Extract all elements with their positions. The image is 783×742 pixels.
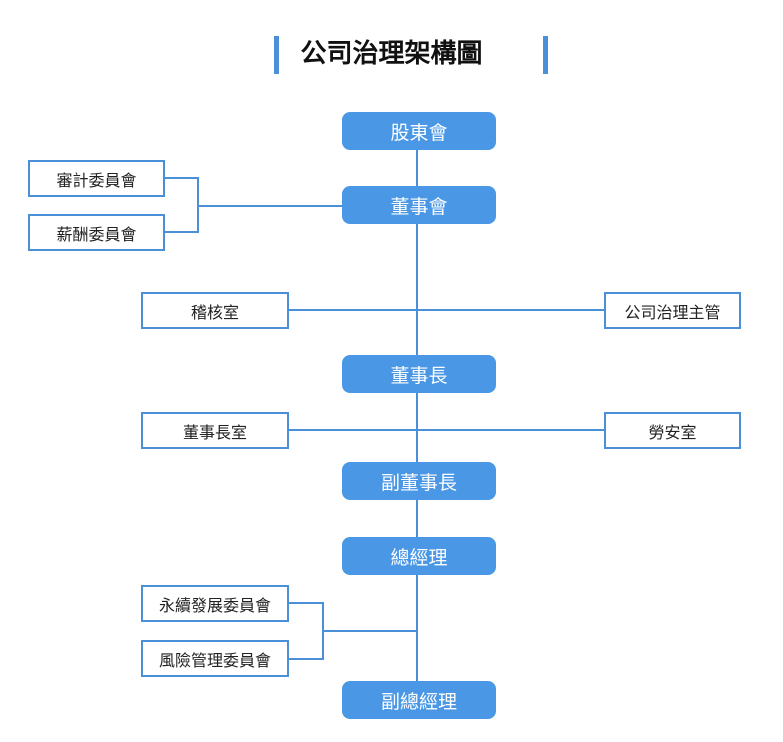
diagram-title: 公司治理架構圖 bbox=[300, 39, 483, 69]
node-risk-committee: 風險管理委員會 bbox=[141, 640, 289, 677]
node-vice-chairman: 副董事長 bbox=[342, 462, 496, 500]
node-labor-safety: 勞安室 bbox=[604, 412, 741, 449]
audit-committee-connector bbox=[165, 177, 199, 233]
node-sustainability-committee: 永續發展委員會 bbox=[141, 585, 289, 622]
node-shareholders: 股東會 bbox=[342, 112, 496, 150]
title-right-bar bbox=[543, 36, 548, 74]
node-general-manager: 總經理 bbox=[342, 537, 496, 575]
node-chairman: 董事長 bbox=[342, 355, 496, 393]
diagram-title-block: 公司治理架構圖 bbox=[0, 32, 783, 76]
title-left-bar bbox=[274, 36, 279, 74]
node-internal-audit: 稽核室 bbox=[141, 292, 289, 329]
node-deputy-general-manager: 副總經理 bbox=[342, 681, 496, 719]
node-audit-committee: 審計委員會 bbox=[28, 160, 165, 197]
node-governance-officer: 公司治理主管 bbox=[604, 292, 741, 329]
gm-committees-connector bbox=[289, 602, 324, 660]
node-chairman-office: 董事長室 bbox=[141, 412, 289, 449]
node-compensation-committee: 薪酬委員會 bbox=[28, 214, 165, 251]
node-board: 董事會 bbox=[342, 186, 496, 224]
